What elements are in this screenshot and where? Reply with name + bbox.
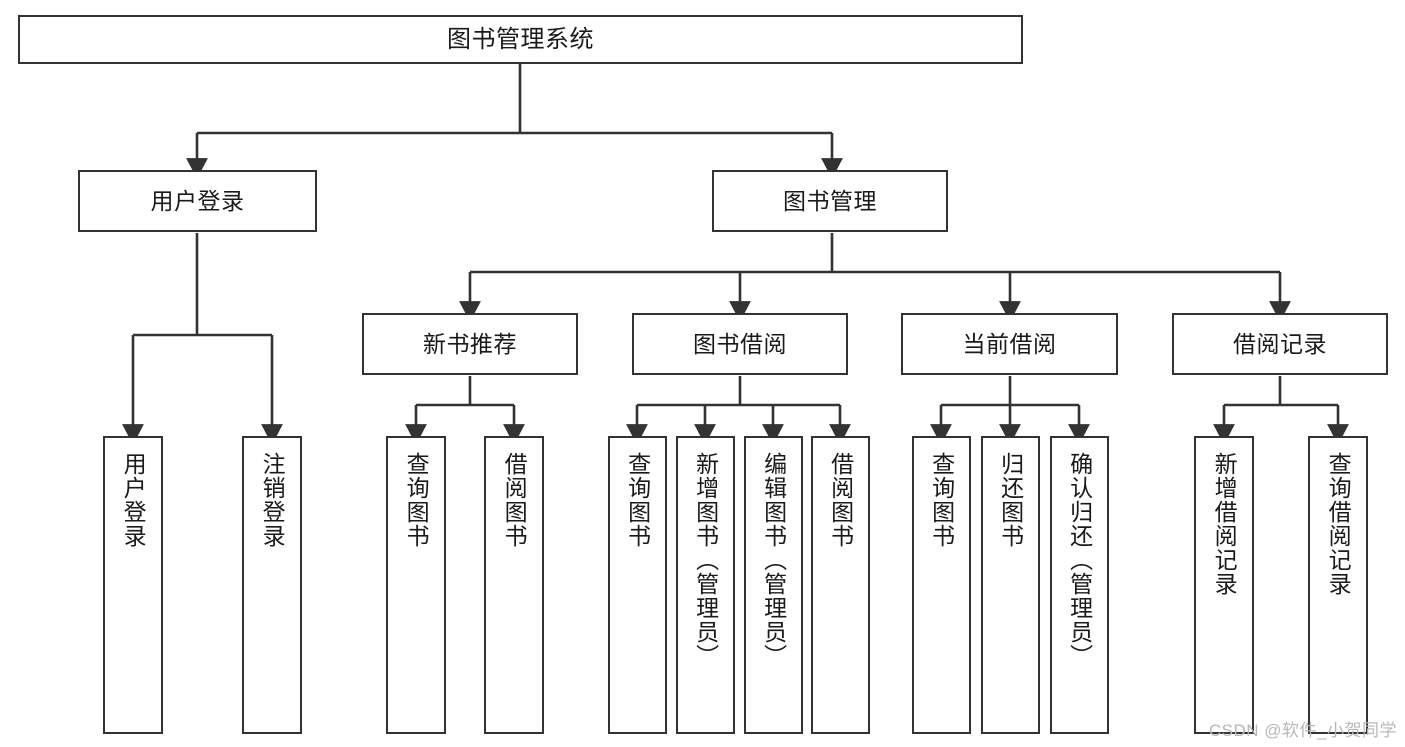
node-user-login[interactable]: 用户登录 <box>78 170 317 232</box>
node-label: 图书管理 <box>783 187 877 214</box>
node-label: 查询图书 <box>928 452 955 548</box>
node-label: 当前借阅 <box>962 330 1057 357</box>
node-book-management[interactable]: 图书管理 <box>712 170 948 232</box>
leaf-user-login-login[interactable]: 用户登录 <box>103 436 163 734</box>
leaf-book-borrow-borrow-book[interactable]: 借阅图书 <box>811 436 870 734</box>
node-label: 归还图书 <box>997 452 1024 548</box>
leaf-borrow-record-add-record[interactable]: 新增借阅记录 <box>1194 436 1254 734</box>
node-label: 确认归还（管理员） <box>1066 452 1093 668</box>
node-label: 新增图书（管理员） <box>692 452 719 668</box>
node-label: 注销登录 <box>259 452 286 548</box>
node-label: 图书管理系统 <box>447 25 594 53</box>
node-label: 查询图书 <box>403 452 430 548</box>
node-book-borrow[interactable]: 图书借阅 <box>632 313 848 375</box>
leaf-user-login-logout[interactable]: 注销登录 <box>242 436 302 734</box>
leaf-book-borrow-edit-book-admin[interactable]: 编辑图书（管理员） <box>744 436 803 734</box>
leaf-current-borrow-query-book[interactable]: 查询图书 <box>912 436 971 734</box>
node-current-borrow[interactable]: 当前借阅 <box>901 313 1118 375</box>
leaf-current-borrow-confirm-return-admin[interactable]: 确认归还（管理员） <box>1050 436 1109 734</box>
node-borrow-record[interactable]: 借阅记录 <box>1172 313 1388 375</box>
leaf-new-book-query-book[interactable]: 查询图书 <box>386 436 446 734</box>
leaf-new-book-borrow-book[interactable]: 借阅图书 <box>484 436 544 734</box>
node-label: 图书借阅 <box>693 330 787 357</box>
csdn-watermark: CSDN @软件_小贺同学 <box>1208 721 1397 740</box>
leaf-borrow-record-query-record[interactable]: 查询借阅记录 <box>1308 436 1368 734</box>
leaf-book-borrow-add-book-admin[interactable]: 新增图书（管理员） <box>676 436 735 734</box>
node-label: 用户登录 <box>150 187 245 214</box>
node-label: 查询借阅记录 <box>1325 452 1352 596</box>
node-label: 新增借阅记录 <box>1211 452 1238 596</box>
node-label: 查询图书 <box>624 452 651 548</box>
node-label: 用户登录 <box>120 452 147 548</box>
node-label: 编辑图书（管理员） <box>760 452 787 668</box>
node-label: 借阅图书 <box>827 452 854 548</box>
leaf-book-borrow-query-book[interactable]: 查询图书 <box>608 436 667 734</box>
node-label: 新书推荐 <box>423 330 517 357</box>
node-new-book-recommend[interactable]: 新书推荐 <box>362 313 578 375</box>
node-label: 借阅记录 <box>1233 330 1327 357</box>
leaf-current-borrow-return-book[interactable]: 归还图书 <box>981 436 1040 734</box>
node-root-book-management-system[interactable]: 图书管理系统 <box>18 15 1023 64</box>
node-label: 借阅图书 <box>501 452 528 548</box>
